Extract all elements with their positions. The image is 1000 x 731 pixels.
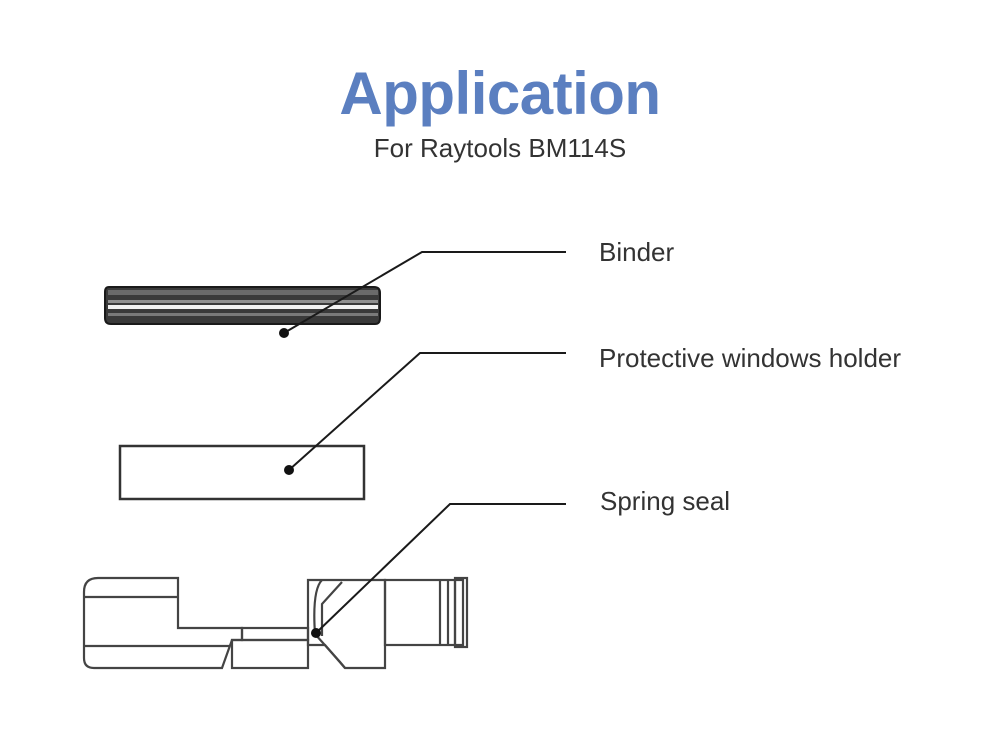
binder-part bbox=[104, 286, 381, 325]
binder-dot bbox=[279, 328, 289, 338]
holder-label: Protective windows holder bbox=[599, 343, 902, 373]
page-subtitle: For Raytools BM114S bbox=[373, 133, 627, 163]
leader-lines bbox=[283, 251, 566, 634]
spring-seal-part bbox=[82, 576, 469, 670]
holder-dot bbox=[284, 465, 294, 475]
spring-seal-label: Spring seal bbox=[600, 486, 731, 516]
spring-dot bbox=[311, 628, 321, 638]
binder-label: Binder bbox=[599, 237, 675, 267]
leader-dots bbox=[279, 328, 321, 638]
holder-leader-line bbox=[288, 352, 566, 471]
page-title: Application bbox=[339, 60, 661, 127]
spring-leader-line bbox=[315, 503, 566, 634]
binder-leader-line bbox=[283, 251, 566, 334]
holder-part bbox=[118, 444, 366, 501]
